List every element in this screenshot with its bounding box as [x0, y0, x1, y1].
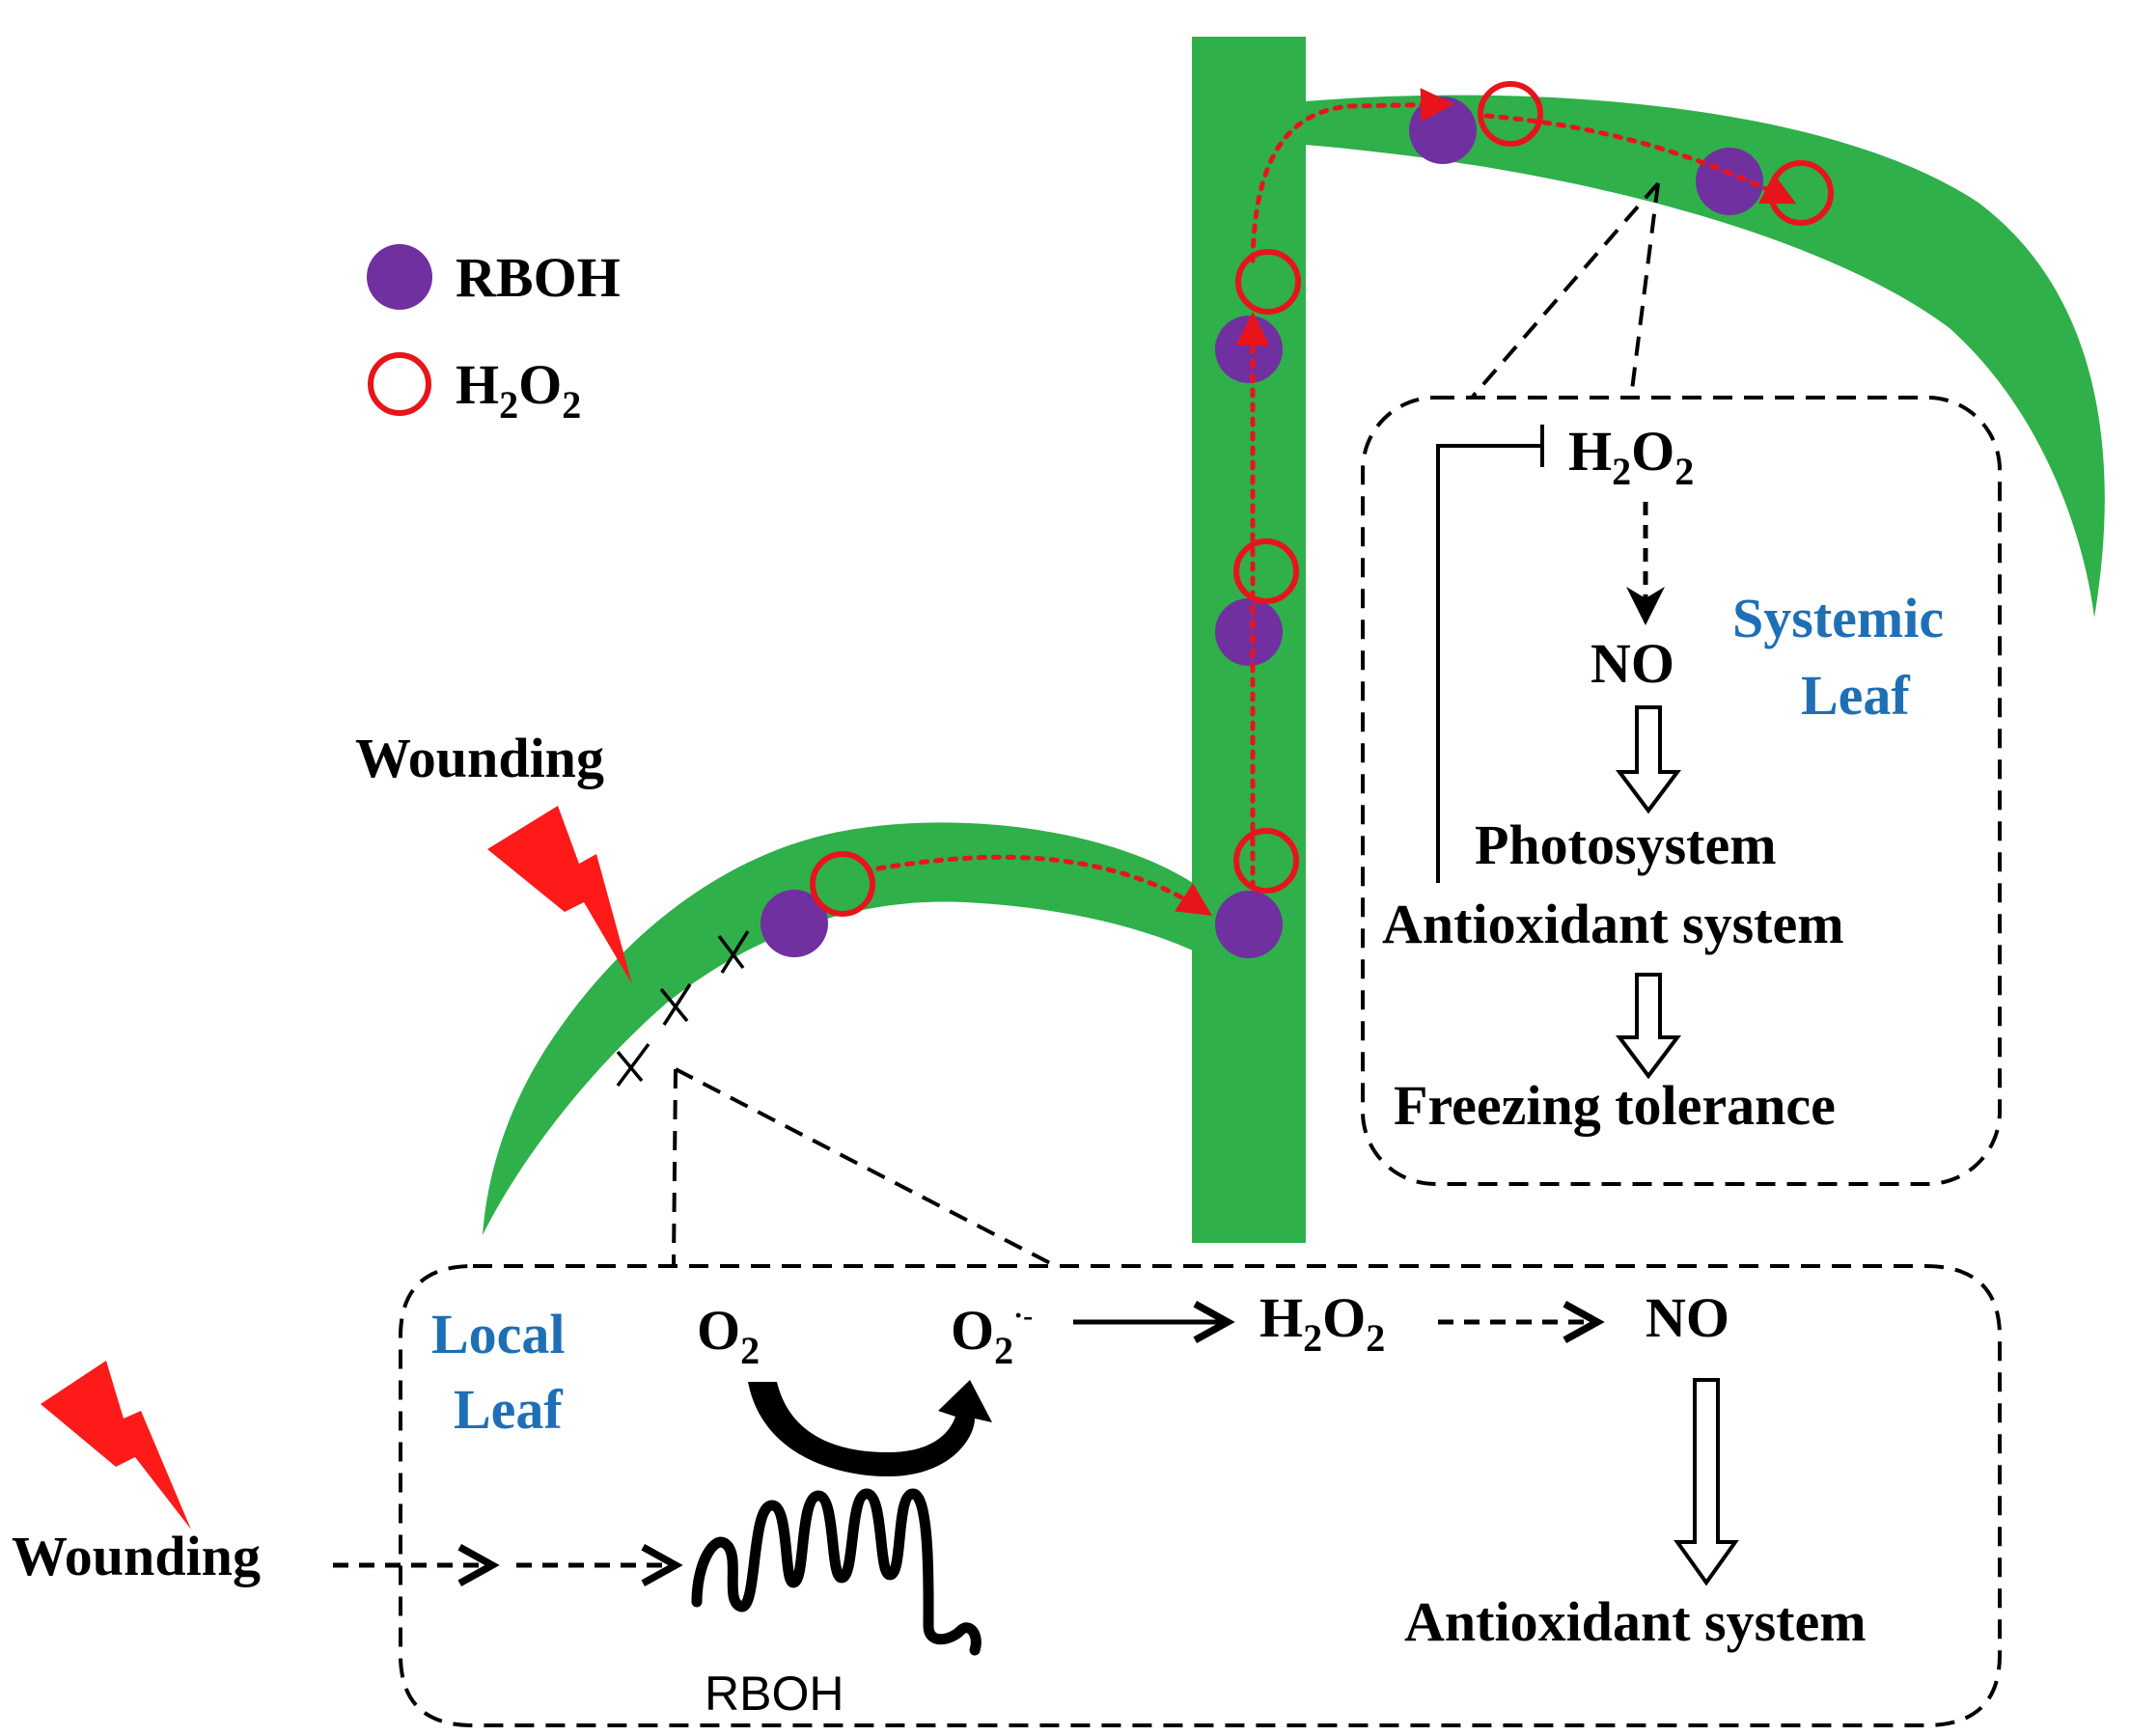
local-antioxidant: Antioxidant system [1404, 1590, 1867, 1653]
local-no: NO [1646, 1286, 1729, 1349]
systemic-callout-lines [1470, 181, 1660, 400]
conversion-arrow [748, 1380, 992, 1476]
legend-rboh-label: RBOH [456, 246, 621, 309]
local-leaf-label-1: Local [431, 1303, 566, 1365]
systemic-leaf-panel: H2O2 NO Photosystem Antioxidant system F… [1361, 181, 2002, 1186]
h2o2-circle [1233, 828, 1299, 894]
hollow-arrow [1616, 973, 1681, 1080]
rboh-protein-label: RBOH [705, 1667, 844, 1721]
systemic-leaf-label-2: Leaf [1801, 664, 1910, 727]
rboh-dots [761, 96, 1763, 958]
local-box-border [399, 1264, 2002, 1727]
hollow-arrow [1674, 1378, 1739, 1586]
local-o2: O2 [697, 1299, 760, 1372]
inhibition-line [1436, 425, 1544, 883]
signal-path [875, 88, 1797, 916]
systemic-photosystem: Photosystem [1475, 813, 1777, 876]
rboh-dot [1215, 316, 1283, 383]
systemic-no: NO [1591, 632, 1674, 695]
local-leaf-panel: Local Leaf O2 O2·- H2O2 NO Antioxidant s… [333, 1067, 2002, 1727]
legend-h2o2-swatch [368, 352, 431, 416]
local-h2o2: H2O2 [1259, 1286, 1385, 1360]
h2o2-circle [810, 851, 875, 917]
systemic-leaf-label-1: Systemic [1732, 587, 1944, 649]
rboh-protein-icon [691, 1488, 982, 1656]
systemic-h2o2: H2O2 [1568, 420, 1694, 493]
systemic-box-border [1361, 396, 2002, 1186]
wounding-label-left: Wounding [12, 1525, 261, 1587]
rboh-dot [1409, 96, 1477, 164]
wound-marks [616, 930, 750, 1088]
systemic-leaf-shape [1305, 95, 2105, 618]
hollow-arrow [1616, 705, 1681, 814]
rboh-dot [1215, 891, 1283, 958]
rboh-dot [1215, 598, 1283, 666]
local-callout-lines [672, 1067, 1053, 1266]
h2o2-circle [1478, 81, 1543, 147]
legend: RBOH H2O2 [367, 244, 621, 427]
h2o2-circle [1233, 538, 1299, 604]
systemic-antioxidant: Antioxidant system [1382, 893, 1844, 955]
lightning-bolt-icon [41, 1361, 191, 1529]
plant [483, 37, 2105, 1243]
local-leaf-label-2: Leaf [454, 1378, 563, 1441]
local-superoxide: O2·- [951, 1299, 1033, 1372]
wounding-label-top: Wounding [355, 727, 604, 789]
legend-rboh-swatch [367, 244, 432, 310]
rboh-dot [761, 890, 828, 957]
local-leaf-shape [483, 822, 1193, 1235]
legend-h2o2-label: H2O2 [456, 353, 581, 427]
systemic-freezing: Freezing tolerance [1394, 1074, 1836, 1137]
lightning-bolt-icon [487, 806, 632, 984]
